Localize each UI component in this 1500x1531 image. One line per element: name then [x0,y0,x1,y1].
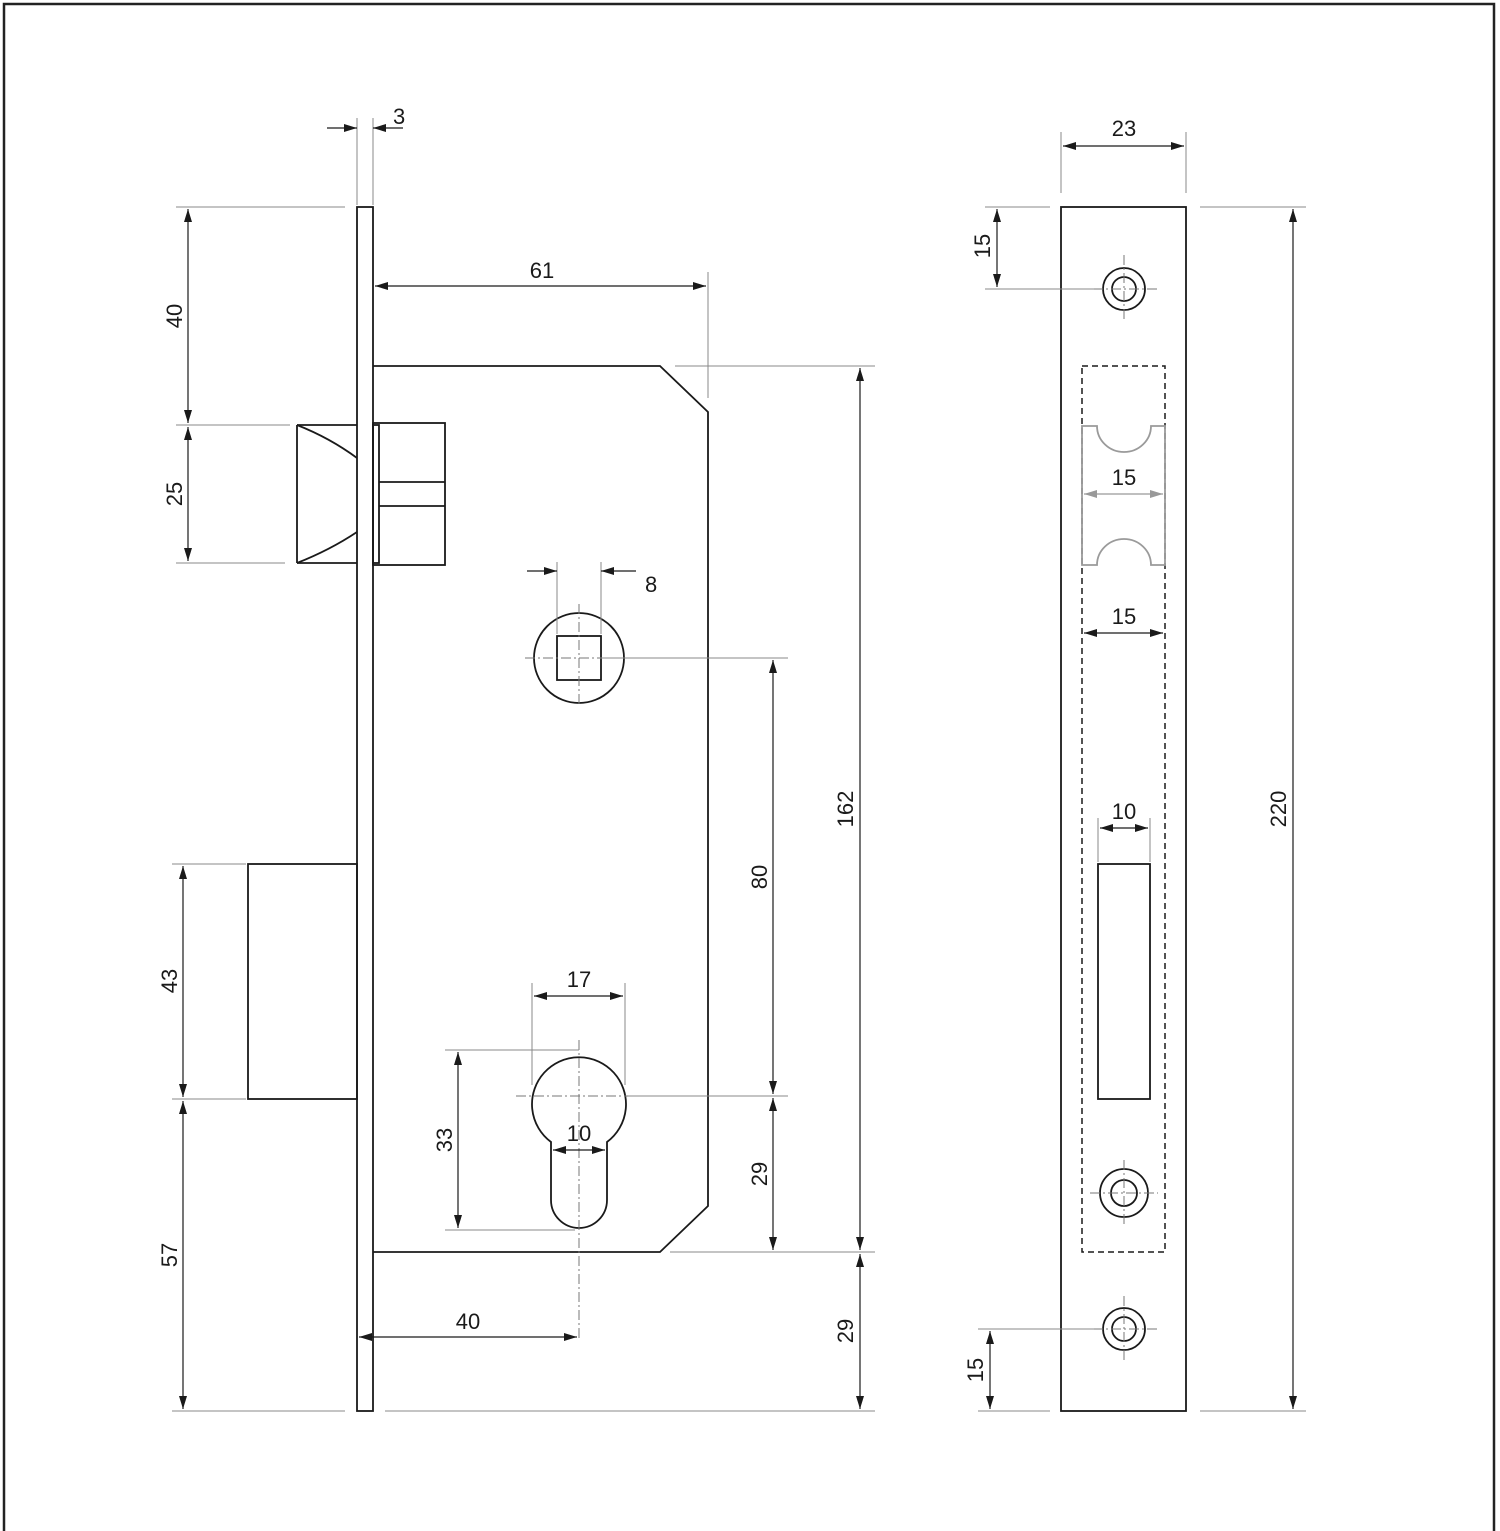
dim-case-height: 162 [670,365,875,1253]
dim-spindle-to-cylinder: 80 [600,657,788,1097]
spindle-hub [525,604,634,706]
dim-inner-width: 15 [1084,604,1163,637]
dim-bottom-screw: 15 [963,1328,1094,1412]
deadbolt [247,863,358,1100]
dim-label-29-outer: 29 [833,1319,858,1343]
dim-plate-width: 23 [1060,116,1187,193]
dim-label-33: 33 [432,1128,457,1152]
dim-backset-top: 61 [375,258,709,398]
dim-label-220: 220 [1266,791,1291,828]
dim-label-40-bottom: 40 [456,1309,480,1334]
dim-label-162: 162 [833,791,858,828]
dim-cylinder-slot: 10 [553,1121,605,1154]
faceplate-outline [1060,206,1187,1412]
dim-top-screw: 15 [970,206,1094,290]
dim-faceplate-thickness: 3 [327,104,405,205]
dim-label-40-top: 40 [162,304,187,328]
bolt-opening: 10 [1097,799,1151,1100]
cylinder-hole [516,1040,640,1340]
latch-opening: 15 [1081,425,1166,566]
dim-label-25: 25 [162,482,187,506]
dim-label-80: 80 [747,865,772,889]
dim-backset-bottom: 40 [359,1309,577,1341]
dim-label-15-latch: 15 [1112,465,1136,490]
dim-bottom-gap: 29 [385,1254,875,1412]
dim-label-15-top: 15 [970,234,995,258]
dim-plate-length: 220 [1200,206,1306,1412]
dim-label-23: 23 [1112,116,1136,141]
dim-left-top: 40 25 [162,206,345,564]
dim-cylinder-height: 33 [432,1049,579,1231]
lock-body-view: 3 61 40 25 8 [157,104,875,1412]
dim-label-57: 57 [157,1243,182,1267]
faceplate [356,206,374,1412]
screw-hole-middle [1090,1160,1158,1226]
dim-spindle: 8 [527,562,657,634]
dim-label-17: 17 [567,967,591,992]
dim-label-15-bottom: 15 [963,1358,988,1382]
dim-left-bottom: 43 57 [157,863,345,1412]
dim-label-3: 3 [393,104,405,129]
faceplate-view: 15 15 10 23 15 [963,116,1306,1412]
hidden-case-outline [1081,365,1166,1253]
dim-label-61: 61 [530,258,554,283]
dim-label-8: 8 [645,572,657,597]
screw-hole-bottom [1093,1296,1158,1362]
dim-label-10-cyl: 10 [567,1121,591,1146]
screw-hole-top [1093,255,1158,322]
lock-case [373,365,709,1253]
dim-label-15-inner: 15 [1112,604,1136,629]
dim-label-43: 43 [157,969,182,993]
dim-cylinder-width: 17 [531,967,626,1085]
dim-label-10-plate: 10 [1112,799,1136,824]
latch-bolt [296,422,446,566]
dim-cylinder-to-bottom: 29 [670,1098,790,1253]
dim-label-29-inner: 29 [747,1162,772,1186]
